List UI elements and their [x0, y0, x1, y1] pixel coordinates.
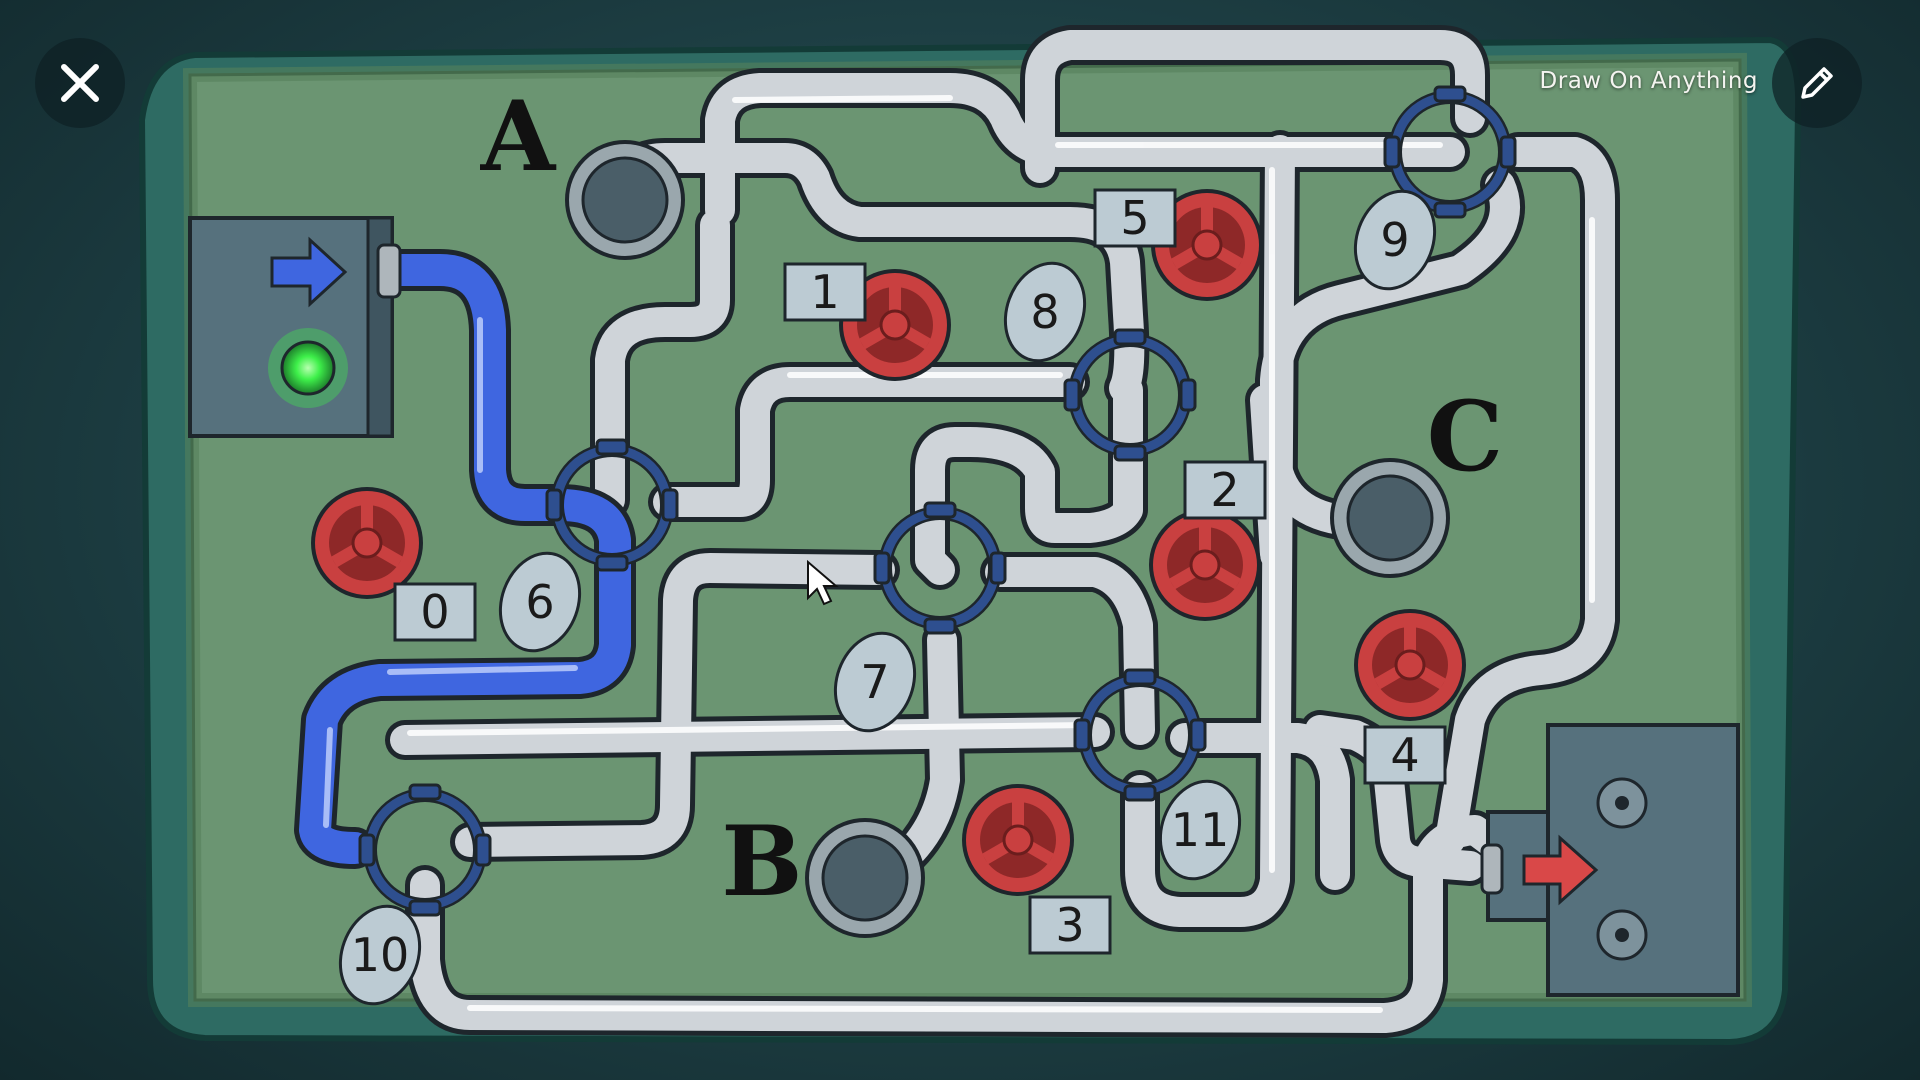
junction-tag-label: 6 [525, 575, 554, 629]
junction-rings [358, 85, 1517, 917]
draw-on-anything-label: Draw On Anything [1539, 68, 1758, 94]
valve-number-plate: 0 [393, 582, 477, 642]
junction-tag: 9 [1353, 189, 1437, 291]
valve-number-plate: 2 [1183, 460, 1267, 520]
junction-tag-label: 11 [1171, 803, 1230, 857]
junction-tag: 7 [833, 631, 917, 733]
valve-number-label: 3 [1055, 898, 1084, 952]
water-pipe [294, 249, 636, 869]
grey-pipes [385, 25, 1620, 1038]
pencil-icon [1801, 67, 1833, 99]
junction-ring[interactable] [545, 438, 679, 572]
valve-wheel[interactable] [1149, 509, 1261, 621]
valve-number-plate: 1 [783, 262, 867, 322]
junction-tag: 8 [1003, 261, 1087, 363]
junction-tag: 10 [338, 904, 422, 1006]
drain-hole-a [565, 140, 685, 260]
valve-wheel[interactable] [1151, 189, 1263, 301]
junction-tag: 11 [1158, 779, 1242, 881]
blue-arrow-icon [270, 236, 348, 308]
zone-letter-a: A [480, 80, 557, 193]
zone-letter-c: C [1427, 380, 1503, 493]
valve-wheel[interactable] [1354, 609, 1466, 721]
close-button[interactable] [35, 38, 125, 128]
valves: 0 1 2 3 4 5 [311, 188, 1466, 955]
junction-tag-label: 7 [860, 655, 889, 709]
junction-ring[interactable] [358, 783, 492, 917]
drain-hole-c [1330, 458, 1450, 578]
close-icon [61, 64, 99, 102]
status-light-icon [268, 328, 348, 408]
valve-number-plate: 3 [1028, 895, 1112, 955]
junction-tag-label: 10 [351, 928, 410, 982]
zone-letter-b: B [721, 805, 802, 918]
valve-number-label: 1 [810, 265, 839, 319]
valve-wheel[interactable] [311, 487, 423, 599]
red-arrow-icon [1522, 834, 1599, 906]
junction-ring[interactable] [873, 501, 1007, 635]
valve-number-label: 0 [420, 585, 449, 639]
junction-ring[interactable] [1383, 85, 1517, 219]
valve-number-label: 4 [1390, 728, 1419, 782]
drain-hole-b [805, 818, 925, 938]
draw-pencil-button[interactable] [1772, 38, 1862, 128]
valve-wheel[interactable] [962, 784, 1074, 896]
junction-tag: 6 [498, 551, 582, 653]
valve-number-label: 5 [1120, 191, 1149, 245]
valve-number-label: 2 [1210, 463, 1239, 517]
mouse-cursor-icon [807, 559, 839, 606]
valve-number-plate: 4 [1363, 725, 1447, 785]
junction-tag-label: 9 [1380, 213, 1409, 267]
junction-ring[interactable] [1073, 668, 1207, 802]
water-source-box [188, 216, 402, 438]
junction-ring[interactable] [1063, 328, 1197, 462]
valve-number-plate: 5 [1093, 188, 1177, 248]
junction-tag-label: 8 [1030, 285, 1059, 339]
valve-wheel[interactable] [839, 269, 951, 381]
